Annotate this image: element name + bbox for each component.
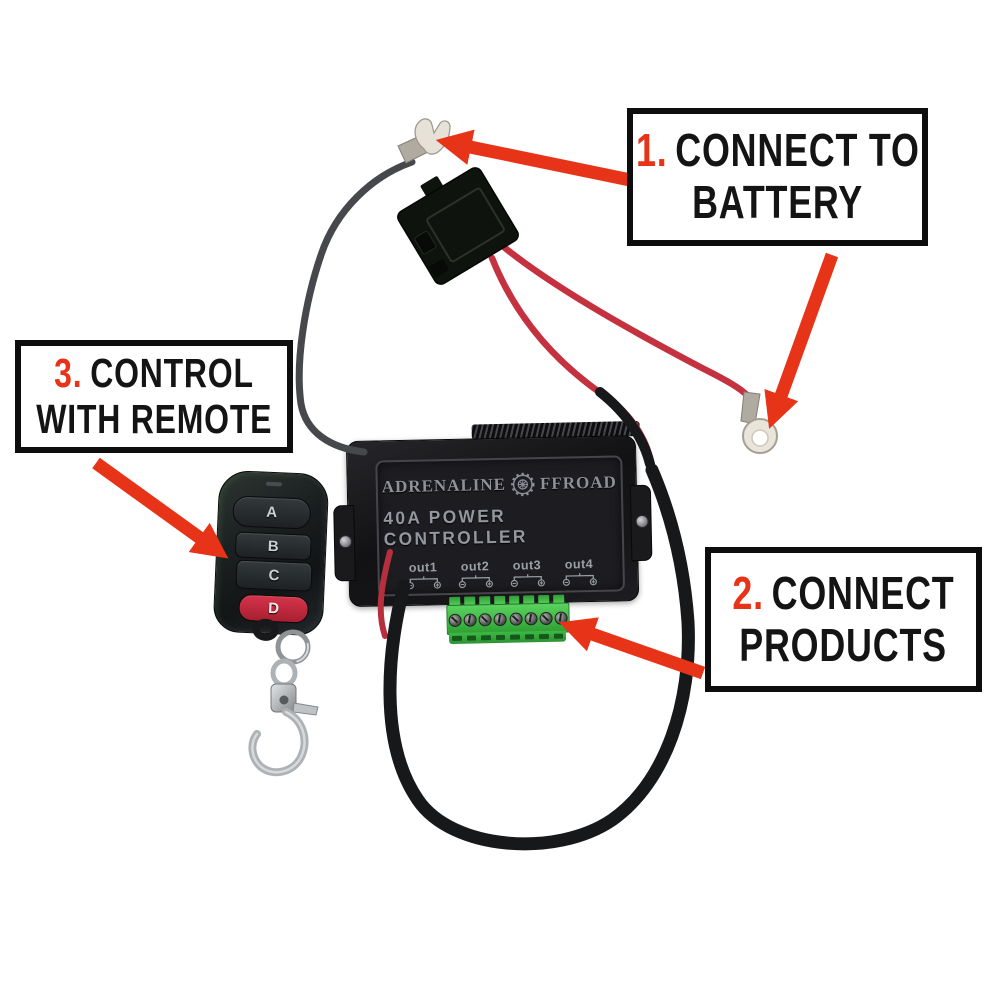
step-3-line-2: WITH REMOTE xyxy=(36,395,272,442)
step-3-line-1: 3.CONTROL xyxy=(54,349,254,397)
step-3-text: CONTROL xyxy=(90,349,254,396)
step-1-line-1: 1.CONNECT TO xyxy=(636,125,920,177)
ring-terminal-icon xyxy=(740,391,778,454)
step-2-text: CONNECT xyxy=(771,566,955,619)
output-2: out2 xyxy=(457,559,494,589)
keyring-icon xyxy=(275,629,311,665)
step-1-number: 1. xyxy=(635,124,668,177)
step-3-number: 3. xyxy=(54,349,83,396)
brand-logo: ADRENALINE FFROAD xyxy=(382,470,618,499)
ground-wire xyxy=(295,158,416,456)
step-3-callout: 3.CONTROL WITH REMOTE xyxy=(15,340,293,453)
relay-contact-icon xyxy=(510,574,545,588)
step-1-text: CONNECT TO xyxy=(674,124,920,177)
output-cable-loop xyxy=(383,463,695,851)
step-2-number: 2. xyxy=(732,566,764,619)
battery-positive-wire xyxy=(501,244,752,400)
gear-icon xyxy=(511,472,535,497)
step-2-callout: 2.CONNECT PRODUCTS xyxy=(705,547,982,692)
step-1-callout: 1.CONNECT TO BATTERY xyxy=(627,108,928,246)
output-labels-row: out1 out2 xyxy=(405,557,598,590)
red-wire-stub xyxy=(377,549,393,639)
fork-terminal-icon xyxy=(397,118,451,164)
power-input-wire xyxy=(488,254,655,466)
power-controller: ADRENALINE FFROAD 40A POWER CONTROLLER o… xyxy=(333,420,661,664)
output-4: out4 xyxy=(561,557,598,587)
relay-contact-icon xyxy=(458,575,493,589)
lobster-clasp-icon xyxy=(248,658,319,777)
relay-contact-icon xyxy=(562,573,597,586)
step-2-line-2: PRODUCTS xyxy=(739,618,948,671)
heat-shrink-sleeve xyxy=(595,387,655,469)
device-label-plate: ADRENALINE FFROAD 40A POWER CONTROLLER o… xyxy=(375,455,626,597)
arrow-to-ring-terminal-icon xyxy=(764,252,839,429)
step-1-line-2: BATTERY xyxy=(692,176,863,228)
step-2-line-1: 2.CONNECT xyxy=(732,566,955,620)
fuse-holder-connector xyxy=(397,167,519,285)
output-3: out3 xyxy=(509,558,546,588)
arrow-to-terminal-block-icon xyxy=(558,617,706,680)
arrow-to-remote-icon xyxy=(92,457,229,559)
arrow-to-fork-terminal-icon xyxy=(435,129,642,189)
